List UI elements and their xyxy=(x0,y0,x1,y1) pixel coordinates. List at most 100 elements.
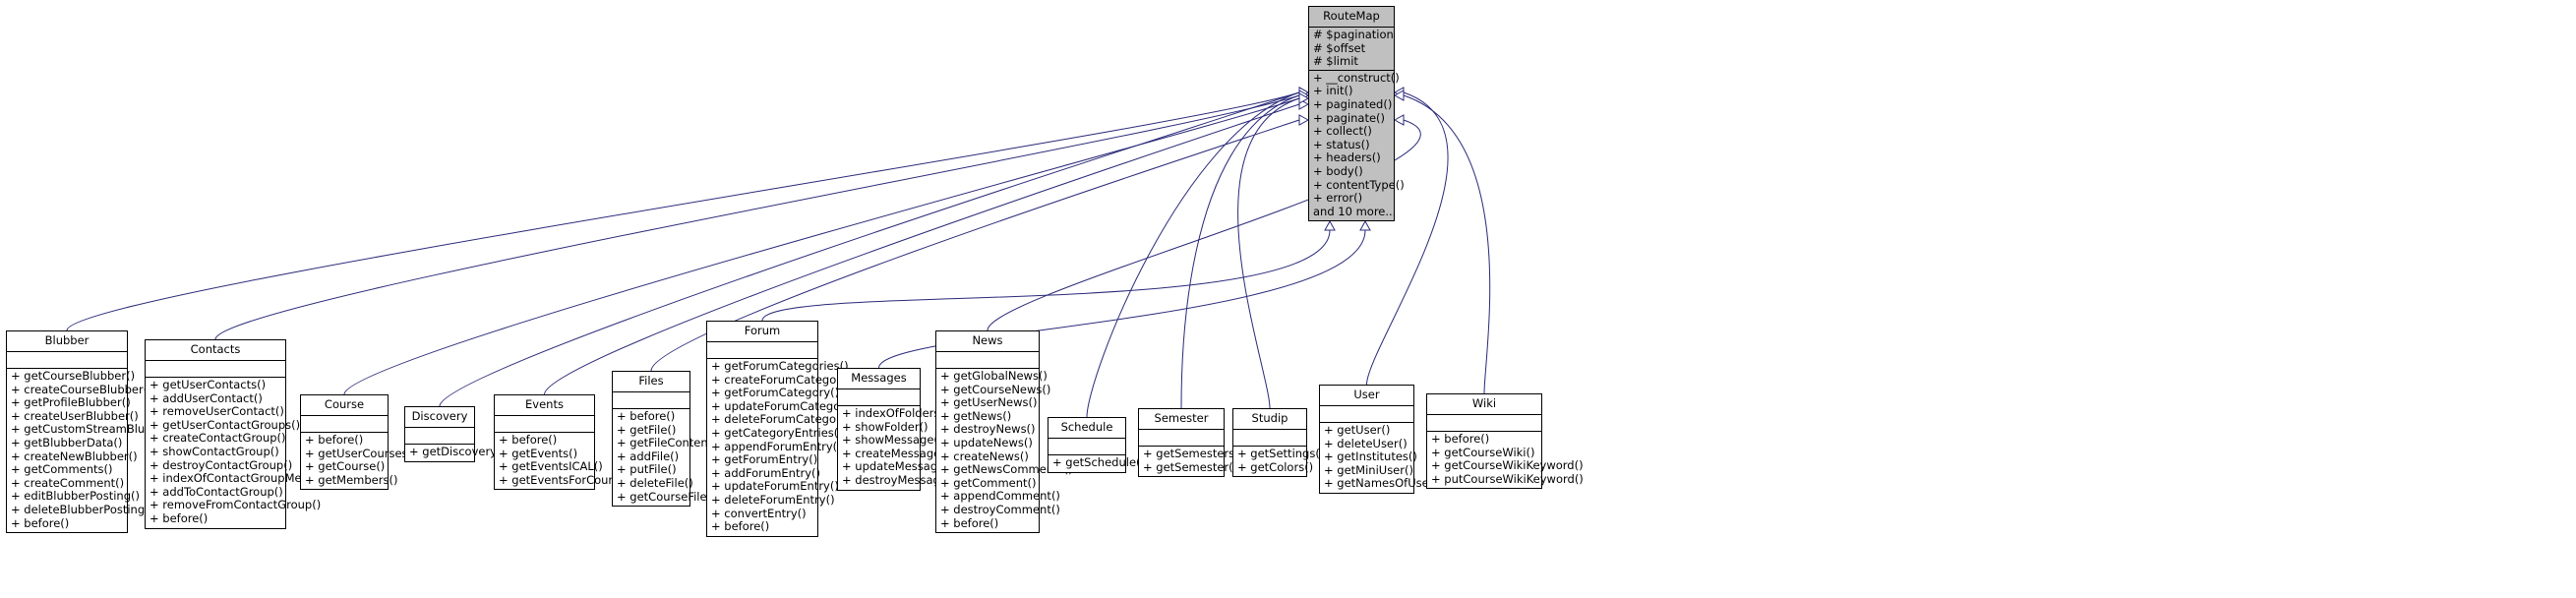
class-box-discovery[interactable]: Discovery+ getDiscovery() xyxy=(404,406,506,462)
class-attributes xyxy=(707,342,817,359)
operation-row: + getForumCategories() xyxy=(711,359,849,373)
operation-row: + error() xyxy=(1313,191,1363,206)
class-box-contacts[interactable]: Contacts + getUserContacts()+ addUserCont… xyxy=(145,339,346,529)
inheritance-edge-studip xyxy=(1237,97,1300,409)
operation-row: + getCourseWikiKeyword() xyxy=(1431,458,1584,473)
operation-row: + deleteUser() xyxy=(1324,436,1408,450)
operation-row: + appendForumEntry() xyxy=(711,439,842,453)
class-name: Messages xyxy=(838,369,920,389)
class-operations: + before()+ getUserCourses()+ getCourse(… xyxy=(301,433,417,489)
attribute-row: # $limit xyxy=(1313,54,1358,69)
operation-row: + getDiscovery() xyxy=(409,445,506,458)
inheritance-edge-forum xyxy=(761,229,1331,322)
operation-row: + deleteForumEntry() xyxy=(711,492,835,507)
class-box-messages[interactable]: Messages + indexOfFolders()+ showFolder()… xyxy=(837,368,956,491)
class-box-wiki[interactable]: Wiki+ before()+ getCourseWiki()+ getCour… xyxy=(1426,393,1584,490)
operation-row: + addForumEntry() xyxy=(711,465,820,480)
operation-row: + deleteForumCategory() xyxy=(711,412,857,427)
class-box-forum[interactable]: Forum+ getForumCategories()+ createForum… xyxy=(706,321,861,537)
class-operations: + before()+ getFile()+ getFileContent() +… xyxy=(613,409,722,506)
class-attributes xyxy=(301,416,388,433)
inheritance-edge-schedule xyxy=(1086,91,1300,418)
operation-row: + updateNews() xyxy=(940,435,1033,449)
operation-row: + getNewsComments() xyxy=(940,462,1073,477)
inheritance-edge-semester xyxy=(1180,94,1300,409)
operation-row: + removeFromContactGroup() xyxy=(150,498,322,512)
inheritance-edge-blubber xyxy=(66,91,1300,331)
operation-row: + getColors() xyxy=(1237,459,1314,474)
operation-row: + before() xyxy=(150,510,209,525)
class-name: Course xyxy=(301,395,388,416)
inheritance-arrowhead xyxy=(1298,87,1310,98)
inheritance-arrowhead xyxy=(1393,114,1405,126)
attribute-row: # $offset xyxy=(1313,40,1366,55)
class-operations: + getSemesters()+ getSemester() xyxy=(1139,447,1244,476)
operation-row: + destroyContactGroup() xyxy=(150,457,293,472)
class-attributes xyxy=(1048,439,1125,455)
operation-row: + body() xyxy=(1313,163,1363,178)
operation-row: + getCourseBlubber() xyxy=(11,369,136,383)
operation-row: + getMembers() xyxy=(305,472,398,487)
class-operations: + before()+ getEvents()+ getEventsICAL()… xyxy=(495,433,634,489)
class-name: User xyxy=(1320,386,1413,406)
inheritance-edge-contacts xyxy=(214,94,1300,340)
operation-row: + getSemesters() xyxy=(1143,447,1244,460)
class-operations: + getForumCategories()+ createForumCateg… xyxy=(707,359,861,536)
operation-row: + indexOfContactGroupMembers() xyxy=(150,471,346,486)
operation-row: + getGlobalNews() xyxy=(940,369,1048,383)
operation-row: + getFileContent() xyxy=(617,436,722,450)
operation-row: + indexOfFolders() xyxy=(842,406,949,420)
operation-row: + getEvents() xyxy=(499,446,578,460)
operation-row: + createContactGroup() xyxy=(150,431,286,446)
class-box-schedule[interactable]: Schedule+ getSchedule() xyxy=(1048,417,1145,473)
class-box-news[interactable]: News + getGlobalNews()+ getCourseNews()+ … xyxy=(935,330,1073,534)
class-operations: + indexOfFolders()+ showFolder()+ showMe… xyxy=(838,406,956,490)
operation-row: + before() xyxy=(711,519,770,534)
operation-row: + addToContactGroup() xyxy=(150,484,283,499)
class-operations: + getSchedule() xyxy=(1048,455,1145,472)
class-box-user[interactable]: User + getUser()+ deleteUser()+ getInstit… xyxy=(1319,385,1442,494)
class-box-semester[interactable]: Semester+ getSemesters()+ getSemester() xyxy=(1138,408,1244,478)
class-operations: + getGlobalNews()+ getCourseNews()+ getU… xyxy=(936,369,1073,532)
class-operations: + getUser()+ deleteUser()+ getInstitutes… xyxy=(1320,423,1442,493)
class-operations: + __construct()+ init()+ paginated()+ pa… xyxy=(1309,70,1405,221)
operation-row: + getInstitutes() xyxy=(1324,449,1417,464)
operation-row: + __construct() xyxy=(1313,70,1400,85)
operation-row: + paginate() xyxy=(1313,110,1386,125)
class-attributes: # $pagination# $offset# $limit xyxy=(1309,28,1394,71)
inheritance-arrowhead xyxy=(1298,98,1310,110)
operation-row: + getCourseWiki() xyxy=(1431,445,1535,459)
class-box-course[interactable]: Course + before()+ getUserCourses()+ getC… xyxy=(300,394,417,491)
inheritance-arrowhead xyxy=(1298,114,1310,126)
class-attributes xyxy=(838,389,920,406)
class-name: Contacts xyxy=(146,340,285,361)
operation-row: + getFile() xyxy=(617,422,677,437)
class-attributes xyxy=(1233,430,1306,447)
operation-row: + convertEntry() xyxy=(711,506,807,520)
class-box-events[interactable]: Events+ before()+ getEvents()+ getEvents… xyxy=(494,394,634,491)
operation-row: + before() xyxy=(11,515,70,530)
class-box-blubber[interactable]: Blubber+ getCourseBlubber()+ createCours… xyxy=(6,330,180,534)
attribute-row: # $pagination xyxy=(1313,28,1394,41)
inheritance-arrowhead xyxy=(1298,87,1310,98)
inheritance-arrowhead xyxy=(1298,87,1310,98)
operation-row: + init() xyxy=(1313,84,1353,98)
inheritance-edge-course xyxy=(343,97,1300,395)
class-box-files[interactable]: Files+ before()+ getFile()+ getFileConte… xyxy=(612,371,722,508)
class-attributes xyxy=(495,416,594,433)
operation-row: + headers() xyxy=(1313,150,1381,165)
operation-row: + before() xyxy=(617,409,676,423)
class-box-studip[interactable]: Studip+ getSettings()+ getColors() xyxy=(1232,408,1324,478)
operation-row: + getCourse() xyxy=(305,459,386,474)
class-attributes xyxy=(405,428,474,445)
operation-row: + updateMessage() xyxy=(842,459,954,474)
operation-row: + putCourseWikiKeyword() xyxy=(1431,471,1584,486)
class-operations: + getUserContacts()+ addUserContact()+ r… xyxy=(146,378,346,528)
operation-row: + getSchedule() xyxy=(1052,455,1145,469)
class-box-root-routemap[interactable]: RouteMap# $pagination# $offset# $limit+ … xyxy=(1308,6,1405,222)
class-name: News xyxy=(936,331,1039,352)
operation-row: + putFile() xyxy=(617,462,677,477)
operation-row: + showFolder() xyxy=(842,419,929,434)
operation-row: + getSemester() xyxy=(1143,459,1238,474)
